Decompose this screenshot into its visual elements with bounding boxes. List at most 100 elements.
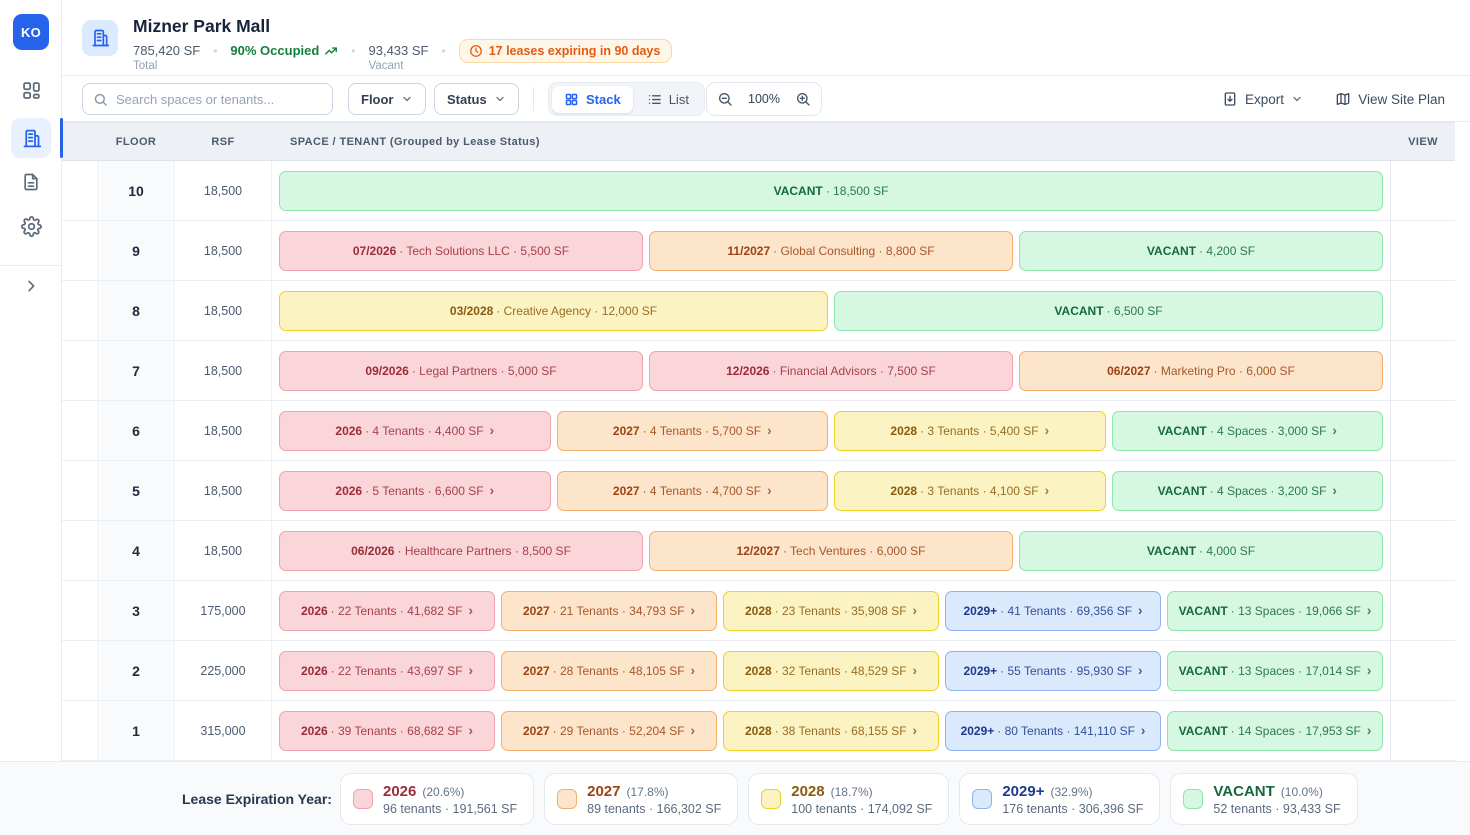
legend-card[interactable]: 2027(17.8%)89 tenants · 166,302 SF: [544, 773, 739, 825]
space-block[interactable]: 11/2027· Global Consulting · 8,800 SF: [649, 230, 1013, 271]
space-block[interactable]: 06/2027· Marketing Pro · 6,000 SF: [1019, 350, 1383, 391]
space-block[interactable]: 2026· 39 Tenants · 68,682 SF›: [279, 710, 495, 751]
space-block[interactable]: VACANT· 6,500 SF: [834, 290, 1383, 331]
block-label: · 22 Tenants · 43,697 SF: [330, 663, 463, 678]
row-pad: [62, 281, 97, 340]
sidebar-item-dashboard[interactable]: [11, 70, 51, 110]
building-stats: 785,420 SF Total • 90% Occupied • 93,433…: [133, 39, 673, 72]
space-block[interactable]: VACANT· 4,200 SF: [1019, 230, 1383, 271]
stat-vacant-label: Vacant: [368, 60, 404, 72]
chevron-right-icon: ›: [1332, 483, 1337, 498]
block-label: · 22 Tenants · 41,682 SF: [330, 603, 463, 618]
space-block[interactable]: 09/2026· Legal Partners · 5,000 SF: [279, 350, 643, 391]
space-block[interactable]: 07/2026· Tech Solutions LLC · 5,500 SF: [279, 230, 643, 271]
export-button[interactable]: Export: [1222, 83, 1303, 115]
legend-text: 2029+(32.9%)176 tenants · 306,396 SF: [1002, 783, 1143, 816]
table-header-row: FLOOR RSF SPACE / TENANT (Grouped by Lea…: [62, 122, 1455, 161]
block-label-strong: 03/2028: [449, 303, 494, 318]
floor-number: 7: [97, 341, 175, 400]
stat-occupied: 90% Occupied: [230, 43, 338, 58]
list-icon: [647, 92, 662, 107]
sidebar-item-settings[interactable]: [11, 206, 51, 246]
block-label-strong: 2028: [744, 663, 772, 678]
list-view-option[interactable]: List: [635, 86, 701, 113]
status-filter-button[interactable]: Status: [434, 83, 519, 115]
user-avatar[interactable]: KO: [13, 14, 49, 50]
space-block[interactable]: VACANT· 4 Spaces · 3,200 SF›: [1111, 470, 1383, 511]
space-block[interactable]: 2026· 22 Tenants · 43,697 SF ›: [279, 650, 495, 691]
block-label-strong: 06/2026: [351, 543, 395, 558]
sidebar-collapse-toggle[interactable]: [11, 266, 51, 306]
block-label: · 80 Tenants · 141,110 SF: [997, 723, 1135, 738]
block-label-strong: 2026: [300, 663, 328, 678]
floor-filter-button[interactable]: Floor: [348, 83, 426, 115]
space-block[interactable]: 2028· 3 Tenants · 5,400 SF›: [834, 410, 1106, 451]
legend-card[interactable]: 2028(18.7%)100 tenants · 174,092 SF: [748, 773, 950, 825]
export-icon: [1222, 91, 1238, 107]
row-pad: [62, 701, 97, 760]
space-block[interactable]: 12/2027· Tech Ventures · 6,000 SF: [649, 530, 1013, 571]
floor-number: 1: [97, 701, 175, 760]
block-label-strong: 2028: [744, 723, 772, 738]
block-label: · 55 Tenants · 95,930 SF: [1000, 663, 1133, 678]
space-block[interactable]: VACANT· 14 Spaces · 17,953 SF›: [1167, 710, 1383, 751]
space-block[interactable]: 2027· 21 Tenants · 34,793 SF›: [501, 590, 717, 631]
space-block[interactable]: 2028· 23 Tenants · 35,908 SF›: [723, 590, 939, 631]
expiring-leases-badge[interactable]: 17 leases expiring in 90 days: [458, 39, 673, 63]
block-label-strong: 06/2027: [1107, 363, 1151, 378]
space-block[interactable]: 2029+· 55 Tenants · 95,930 SF›: [945, 650, 1161, 691]
space-block[interactable]: 2027· 28 Tenants · 48,105 SF›: [501, 650, 717, 691]
space-block[interactable]: 2027· 4 Tenants · 4,700 SF›: [556, 470, 828, 511]
space-block[interactable]: 2026· 5 Tenants · 6,600 SF›: [279, 470, 551, 511]
space-block[interactable]: 2029+· 41 Tenants · 69,356 SF›: [945, 590, 1161, 631]
legend-swatch: [972, 789, 993, 809]
legend-cards: 2026(20.6%)96 tenants · 191,561 SF 2027(1…: [340, 773, 1358, 825]
floor-number: 10: [97, 161, 175, 220]
space-block[interactable]: VACANT· 18,500 SF: [279, 170, 1383, 211]
sidebar-divider: [0, 265, 62, 266]
legend-text: 2026(20.6%)96 tenants · 191,561 SF: [383, 783, 517, 816]
zoom-level: 100%: [748, 92, 780, 106]
search-input[interactable]: [116, 91, 322, 107]
space-block[interactable]: VACANT· 13 Spaces · 17,014 SF›: [1167, 650, 1383, 691]
zoom-in-button[interactable]: [795, 91, 811, 107]
space-block[interactable]: 06/2026· Healthcare Partners · 8,500 SF: [279, 530, 643, 571]
search-field[interactable]: [82, 83, 333, 115]
view-site-plan-button[interactable]: View Site Plan: [1335, 83, 1445, 115]
chevron-right-icon: ›: [912, 603, 918, 618]
legend-swatch: [353, 789, 373, 809]
space-block[interactable]: 12/2026· Financial Advisors · 7,500 SF: [649, 350, 1013, 391]
space-block[interactable]: 2026· 22 Tenants · 41,682 SF›: [279, 590, 495, 631]
chevron-right-icon: ›: [468, 663, 474, 678]
view-cell: [1390, 521, 1455, 580]
zoom-out-button[interactable]: [717, 91, 733, 107]
stack-view-option[interactable]: Stack: [552, 85, 633, 113]
space-block[interactable]: VACANT· 4 Spaces · 3,000 SF›: [1111, 410, 1383, 451]
sidebar-item-buildings[interactable]: [11, 118, 51, 158]
chevron-right-icon: ›: [1044, 483, 1050, 498]
legend-card[interactable]: 2026(20.6%)96 tenants · 191,561 SF: [340, 773, 535, 825]
space-block[interactable]: 2026· 4 Tenants · 4,400 SF›: [279, 410, 551, 451]
chevron-right-icon: ›: [1044, 423, 1050, 438]
space-block[interactable]: VACANT· 4,000 SF: [1019, 530, 1383, 571]
sidebar-item-documents[interactable]: [11, 162, 51, 202]
legend-card[interactable]: VACANT(10.0%)52 tenants · 93,433 SF: [1170, 773, 1358, 825]
space-block[interactable]: 2028· 38 Tenants · 68,155 SF›: [723, 710, 939, 751]
floor-rsf: 18,500: [175, 341, 272, 400]
space-block[interactable]: 03/2028· Creative Agency · 12,000 SF: [279, 290, 828, 331]
space-block[interactable]: 2028· 32 Tenants · 48,529 SF›: [723, 650, 939, 691]
legend-card[interactable]: 2029+(32.9%)176 tenants · 306,396 SF: [959, 773, 1161, 825]
space-block[interactable]: 2027· 4 Tenants · 5,700 SF›: [556, 410, 828, 451]
block-label-strong: 2027: [612, 483, 640, 498]
space-block[interactable]: VACANT· 13 Spaces · 19,066 SF›: [1167, 590, 1383, 631]
space-block[interactable]: 2027· 29 Tenants · 52,204 SF›: [501, 710, 717, 751]
view-cell: [1390, 341, 1455, 400]
space-block[interactable]: 2028· 3 Tenants · 4,100 SF›: [834, 470, 1106, 511]
space-block[interactable]: 2029+· 80 Tenants · 141,110 SF›: [945, 710, 1161, 751]
view-cell: [1390, 401, 1455, 460]
stacking-plan-table: FLOOR RSF SPACE / TENANT (Grouped by Lea…: [62, 122, 1455, 761]
